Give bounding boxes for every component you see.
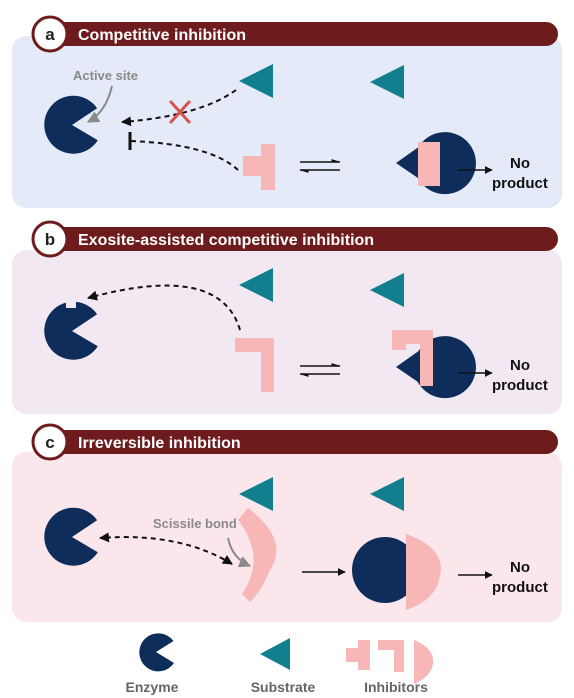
active-site-label: Active site: [73, 68, 138, 83]
no-product-label-line2: product: [492, 579, 548, 596]
enzyme-icon: [44, 95, 98, 154]
inhibitor-icon: [378, 640, 404, 672]
inhibitor-icon: [346, 640, 370, 670]
panel-c-letter: c: [45, 433, 54, 452]
panel-c-title: Irreversible inhibition: [78, 435, 241, 452]
panel-a-title: Competitive inhibition: [78, 27, 246, 44]
cross-icon: [169, 100, 191, 124]
inhibitor-icon: [238, 508, 277, 602]
no-product-label-line2: product: [492, 377, 548, 394]
substrate-icon: [260, 638, 290, 670]
active-site-pointer: [86, 85, 113, 123]
panel-c: c Irreversible inhibition Scissile bond …: [12, 423, 562, 622]
inhibitor-icon: [235, 338, 274, 392]
scissile-bond-label: Scissile bond: [153, 516, 237, 531]
legend-inhibitors-label: Inhibitors: [364, 679, 428, 695]
enzyme-icon: [44, 507, 98, 566]
panel-b: b Exosite-assisted competitive inhibitio…: [12, 220, 562, 414]
panel-a-header-bar: [36, 22, 558, 46]
no-product-label-line1: No: [510, 357, 530, 374]
no-product-label-line1: No: [510, 155, 530, 172]
panel-b-letter-circle: [31, 220, 69, 258]
legend-substrate-label: Substrate: [251, 679, 316, 695]
panel-b-header-bar: [36, 227, 558, 251]
substrate-icon: [370, 477, 404, 511]
panel-c-header-bar: [36, 430, 558, 454]
substrate-icon: [239, 477, 273, 511]
substrate-icon: [239, 64, 273, 98]
inhibitor-icon: [392, 330, 433, 386]
substrate-icon: [370, 273, 404, 307]
enzyme-icon: [352, 537, 418, 603]
panel-a-letter-circle: [31, 15, 69, 53]
inhibitor-icon: [243, 144, 275, 190]
reversible-dashed-arrow: [99, 532, 233, 565]
inhibitor-dashed-line: [129, 140, 239, 171]
scissile-bond-pointer: [227, 537, 252, 568]
enzyme-icon: [139, 633, 174, 672]
inhibitor-icon: [418, 142, 440, 186]
panel-a-letter: a: [45, 25, 55, 44]
equilibrium-icon: [299, 363, 341, 377]
exosite-notch: [66, 298, 76, 308]
panel-c-background: [12, 452, 562, 622]
no-product-label-line1: No: [510, 559, 530, 576]
inhibitor-icon: [414, 640, 434, 684]
substrate-icon: [239, 268, 273, 302]
no-product-label-line2: product: [492, 175, 548, 192]
substrate-icon: [370, 65, 404, 99]
equilibrium-icon: [299, 159, 341, 173]
panel-b-background: [12, 250, 562, 414]
enzyme-icon: [396, 336, 476, 399]
panel-a-background: [12, 36, 562, 208]
legend-enzyme-label: Enzyme: [126, 679, 179, 695]
panel-c-letter-circle: [31, 423, 69, 461]
substrate-dashed-arrow: [121, 89, 237, 127]
inhibitor-dashed-arrow: [87, 284, 241, 331]
panel-a: a Competitive inhibition Active site No …: [12, 15, 562, 208]
inhibitor-icon: [406, 534, 441, 610]
legend: Enzyme Substrate Inhibitors: [126, 633, 434, 695]
enzyme-icon: [44, 301, 98, 360]
panel-b-letter: b: [45, 230, 55, 249]
panel-b-title: Exosite-assisted competitive inhibition: [78, 232, 374, 249]
